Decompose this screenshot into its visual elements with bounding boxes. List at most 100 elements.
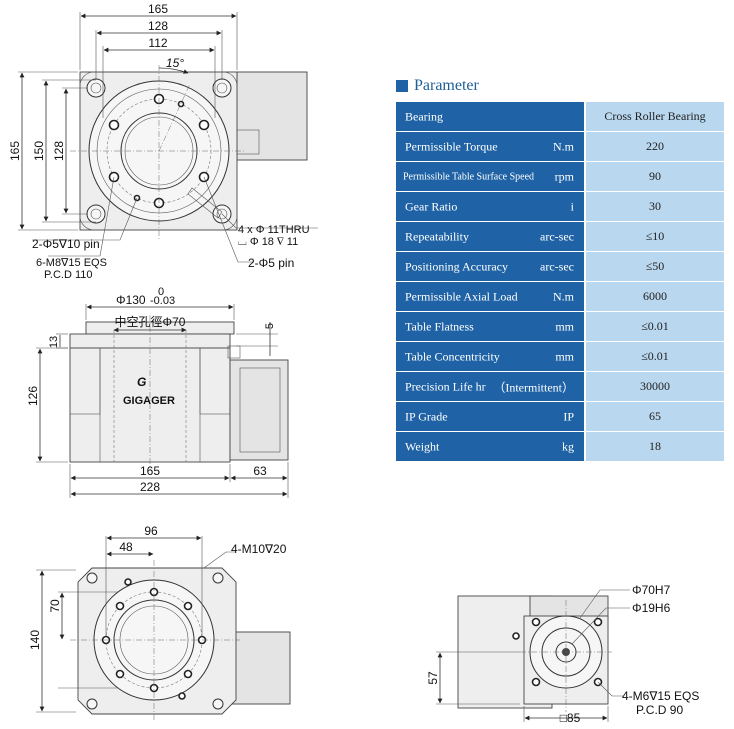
parameter-label-cell: Precision Life hr （Intermittent） <box>396 371 586 402</box>
parameter-label-cell: Weight kg <box>396 431 586 462</box>
parameter-row: Table Flatness mm ≤0.01 <box>396 311 724 342</box>
top-dim-hole-spacing-128: 128 <box>148 19 168 33</box>
parameter-label-cell: Permissible Table Surface Speed rpm <box>396 161 586 192</box>
bottom-dim-96: 96 <box>144 524 158 538</box>
side-dim-d130: Φ130 <box>116 293 146 307</box>
parameter-title: Parameter <box>414 77 479 94</box>
parameter-unit: arc-sec <box>540 229 574 243</box>
parameter-unit: （Intermittent） <box>493 380 574 394</box>
parameter-label-cell: Repeatability arc-sec <box>396 221 586 252</box>
side-dim-hollow-70: 中空孔徑Φ70 <box>115 314 186 329</box>
top-view: 165 128 112 15° 165 150 128 2-Φ5∇10 pin … <box>8 2 318 281</box>
side-dim-228: 228 <box>140 480 160 494</box>
side-dim-tol-upper: 0 <box>158 286 164 298</box>
side-dim-126: 126 <box>26 386 40 406</box>
parameter-value: 220 <box>585 131 724 162</box>
side-dim-tol-lower: -0.03 <box>150 295 175 307</box>
parameter-row: Precision Life hr （Intermittent） 30000 <box>396 371 724 402</box>
parameter-value: 90 <box>585 161 724 192</box>
parameter-value: ≤50 <box>585 251 724 282</box>
side-dim-165: 165 <box>140 464 160 478</box>
parameter-value: ≤0.01 <box>585 341 724 372</box>
parameter-value: 30 <box>585 191 724 222</box>
parameter-name: Weight <box>405 439 440 453</box>
side-logo-mark: G <box>137 375 146 389</box>
parameter-unit: IP <box>563 409 574 423</box>
top-dim-angle-15: 15° <box>166 56 184 70</box>
parameter-value: 30000 <box>585 371 724 402</box>
end-callout-d19: Φ19H6 <box>632 601 671 615</box>
parameter-row: IP Grade IP 65 <box>396 401 724 432</box>
end-dim-57: 57 <box>426 671 440 685</box>
parameter-row: Bearing Cross Roller Bearing <box>396 102 724 132</box>
parameter-name: Bearing <box>405 109 443 123</box>
top-dim-112: 112 <box>148 36 167 50</box>
side-view: G GIGAGER Φ130 0 -0.03 中空孔徑Φ70 13 5 126 … <box>26 286 289 498</box>
bottom-dim-70: 70 <box>48 599 62 613</box>
parameter-value: ≤0.01 <box>585 311 724 342</box>
parameter-unit: mm <box>555 349 574 363</box>
side-motor <box>229 359 289 461</box>
parameter-name: Table Concentricity <box>405 349 500 363</box>
callout-m8-thread: 6-M8∇15 EQS <box>36 257 107 269</box>
parameter-name: IP Grade <box>405 409 448 423</box>
parameter-name: Permissible Torque <box>405 139 498 153</box>
side-brand-text: GIGAGER <box>123 395 175 407</box>
callout-counterbore: ⌴ Φ 18 ∇ 11 <box>238 236 298 248</box>
callout-pin-10: 2-Φ5∇10 pin <box>32 237 100 251</box>
parameter-name: Repeatability <box>405 229 469 243</box>
side-dim-13: 13 <box>48 336 60 348</box>
bottom-view: 96 48 4-M10∇20 70 140 <box>28 524 291 720</box>
parameter-name: Gear Ratio <box>405 199 458 213</box>
parameter-row: Table Concentricity mm ≤0.01 <box>396 341 724 372</box>
parameter-unit: mm <box>555 319 574 333</box>
parameter-unit: kg <box>562 439 574 453</box>
parameter-name: Positioning Accuracy <box>405 259 508 273</box>
callout-pin-5: 2-Φ5 pin <box>248 256 294 270</box>
top-motor <box>236 71 308 161</box>
end-dim-sq85: □85 <box>560 711 581 725</box>
parameter-label-cell: Table Flatness mm <box>396 311 586 342</box>
callout-thru-hole: 4 x Φ 11THRU <box>238 224 310 236</box>
bottom-callout-m10: 4-M10∇20 <box>231 542 287 556</box>
heading-square-icon <box>396 80 408 92</box>
parameter-row: Weight kg 18 <box>396 431 724 462</box>
bottom-dim-48: 48 <box>119 540 133 554</box>
callout-pcd-110: P.C.D 110 <box>44 269 93 281</box>
parameter-value: Cross Roller Bearing <box>585 102 724 132</box>
parameter-heading: Parameter <box>396 76 724 96</box>
end-callout-pcd-90: P.C.D 90 <box>636 703 683 717</box>
parameter-unit: N.m <box>553 289 574 303</box>
end-view: Φ70H7 Φ19H6 4-M6∇15 EQS P.C.D 90 57 □85 <box>426 583 699 725</box>
side-dim-5: 5 <box>264 323 276 329</box>
parameter-label-cell: Gear Ratio i <box>396 191 586 222</box>
side-dim-63: 63 <box>253 464 267 478</box>
parameter-value: 65 <box>585 401 724 432</box>
bottom-motor <box>231 631 291 705</box>
parameter-name: Table Flatness <box>405 319 474 333</box>
parameter-row: Permissible Table Surface Speed rpm 90 <box>396 161 724 192</box>
bottom-dim-140: 140 <box>28 630 42 650</box>
parameter-name: Permissible Table Surface Speed <box>403 171 535 182</box>
top-dim-height-165: 165 <box>8 141 22 161</box>
parameter-label-cell: Bearing <box>396 102 586 132</box>
end-callout-m6: 4-M6∇15 EQS <box>622 689 699 703</box>
top-dim-width-165: 165 <box>148 2 168 16</box>
parameter-row: Gear Ratio i 30 <box>396 191 724 222</box>
parameter-unit: i <box>570 199 574 213</box>
top-dim-150: 150 <box>32 141 46 161</box>
parameter-label-cell: IP Grade IP <box>396 401 586 432</box>
parameter-unit: rpm <box>554 169 574 183</box>
parameter-value: 6000 <box>585 281 724 312</box>
parameter-value: 18 <box>585 431 724 462</box>
parameter-name: Precision Life hr <box>405 379 486 393</box>
